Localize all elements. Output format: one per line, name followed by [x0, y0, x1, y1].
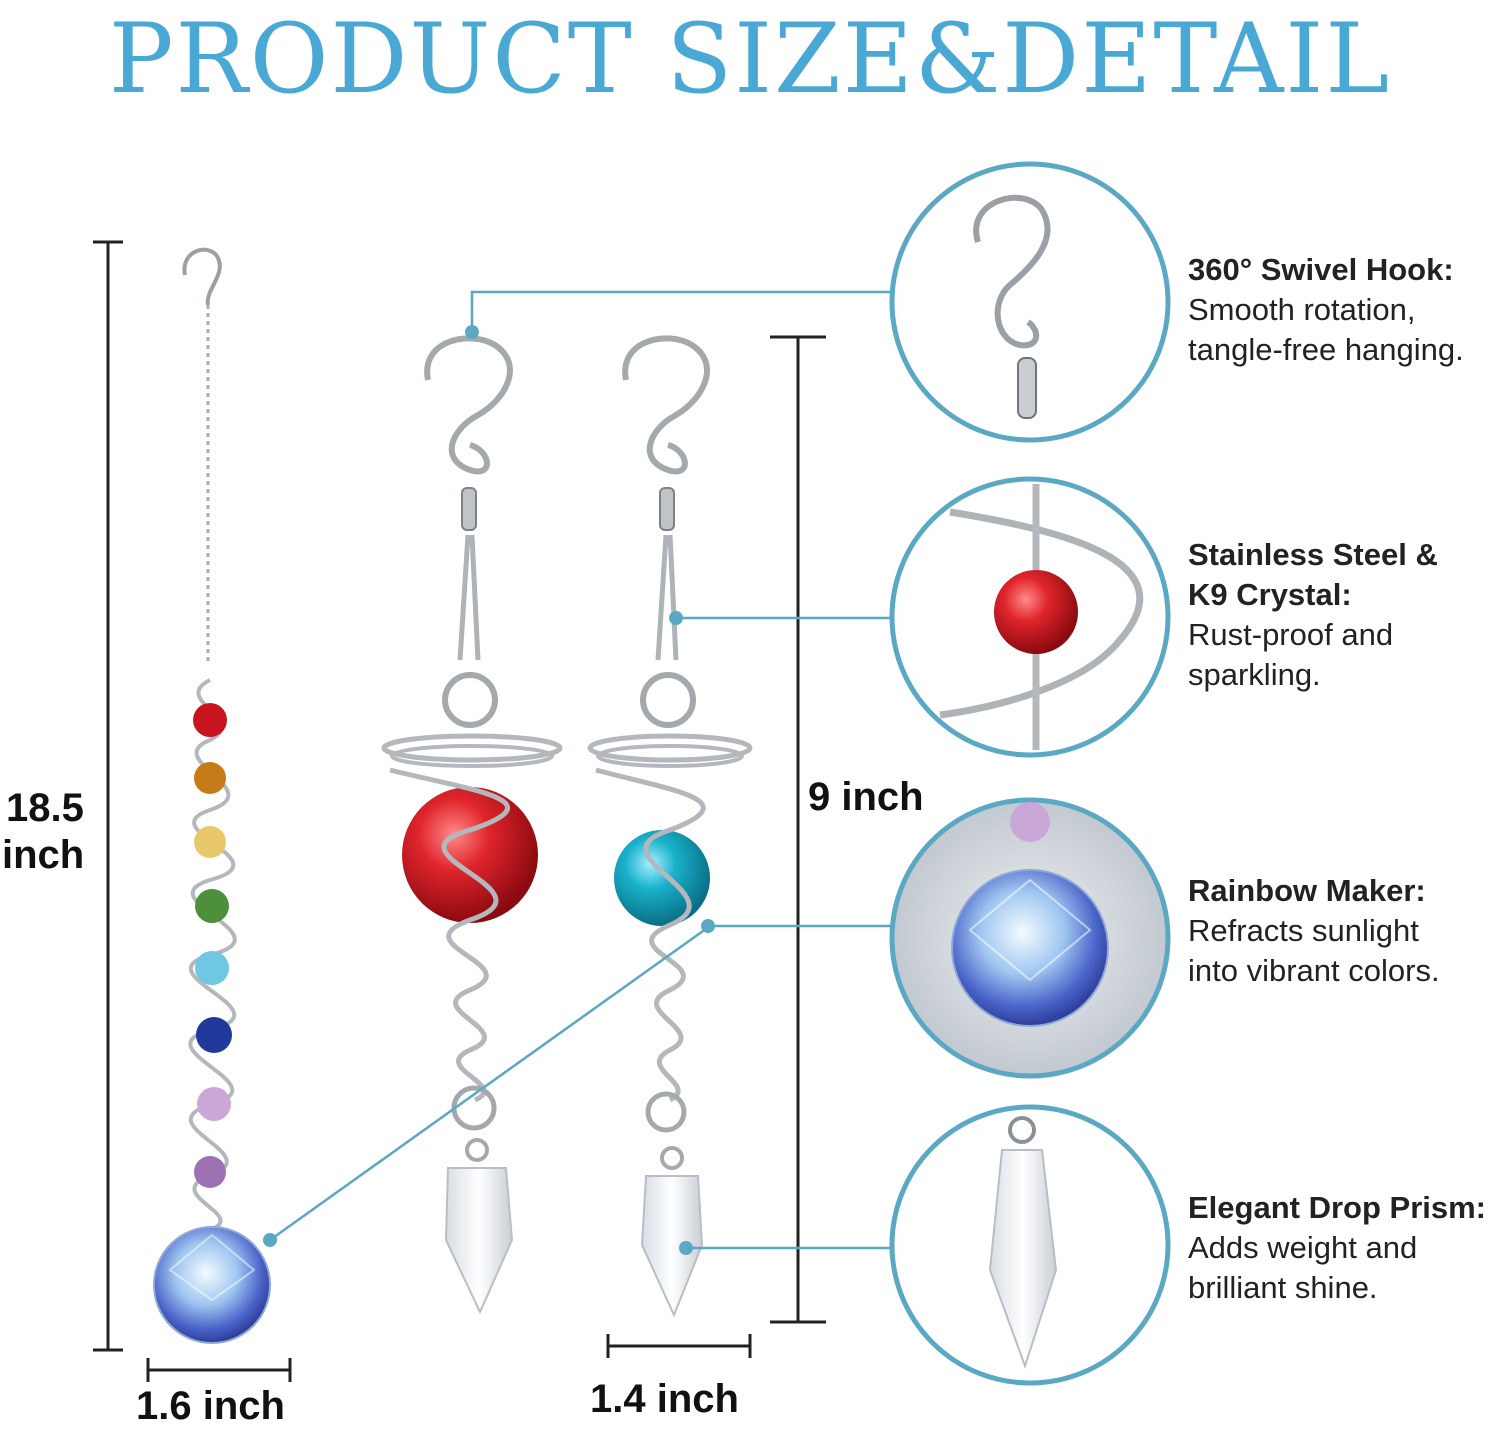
feature-line: Adds weight and	[1188, 1230, 1418, 1265]
feature-heading: Stainless Steel &	[1188, 537, 1438, 572]
feature-line: Smooth rotation,	[1188, 292, 1416, 327]
red-sphere-spinner	[381, 335, 563, 1315]
feature-line: brilliant shine.	[1188, 1270, 1378, 1305]
feature-heading: Rainbow Maker:	[1188, 873, 1426, 908]
crystal-ball-icon	[889, 797, 1171, 1079]
feature-line: tangle-free hanging.	[1188, 332, 1464, 367]
violet-bead	[197, 1087, 231, 1121]
feature-stainless-steel: Stainless Steel & K9 Crystal: Rust-proof…	[1188, 535, 1498, 695]
drop-prism	[444, 1167, 514, 1315]
feature-heading: K9 Crystal:	[1188, 577, 1352, 612]
chakra-spinner	[153, 247, 271, 1344]
feature-line: into vibrant colors.	[1188, 953, 1440, 988]
height-label-middle: 9 inch	[808, 775, 924, 819]
feature-line: Refracts sunlight	[1188, 913, 1419, 948]
height-dimension-left	[93, 240, 123, 1352]
lightblue-bead	[195, 951, 229, 985]
feature-heading: 360° Swivel Hook:	[1188, 252, 1454, 287]
feature-rainbow-maker: Rainbow Maker: Refracts sunlight into vi…	[1188, 871, 1498, 991]
swivel-hook-icon	[889, 161, 1171, 443]
spiral-crystal-icon	[889, 476, 1171, 758]
crystal-ball	[153, 1226, 271, 1344]
red-bead	[193, 703, 227, 737]
feature-drop-prism: Elegant Drop Prism: Adds weight and bril…	[1188, 1188, 1498, 1308]
width-label-middle: 1.4 inch	[590, 1377, 739, 1421]
feature-heading: Elegant Drop Prism:	[1188, 1190, 1486, 1225]
purple-bead	[194, 1156, 226, 1188]
blue-bead	[196, 1017, 232, 1053]
drop-prism-icon	[889, 1104, 1171, 1386]
height-label-left-value: 18.5	[6, 786, 84, 830]
feature-line: Rust-proof and	[1188, 617, 1394, 652]
width-dimension-left	[146, 1358, 292, 1382]
green-bead	[195, 889, 229, 923]
feature-line: sparkling.	[1188, 657, 1321, 692]
red-sphere	[402, 787, 538, 923]
width-dimension-middle	[606, 1334, 752, 1358]
callout-dots	[263, 325, 715, 1255]
width-label-left: 1.6 inch	[136, 1384, 285, 1428]
height-dimension-middle	[770, 335, 826, 1324]
teal-sphere-spinner	[587, 335, 753, 1318]
feature-swivel-hook: 360° Swivel Hook: Smooth rotation, tangl…	[1188, 250, 1498, 370]
drop-prism	[640, 1175, 704, 1318]
yellow-bead	[194, 826, 226, 858]
height-label-left-unit: inch	[2, 833, 85, 877]
orange-bead	[194, 762, 226, 794]
page-title: PRODUCT SIZE&DETAIL	[108, 3, 1392, 115]
teal-sphere	[614, 830, 710, 926]
red-crystal	[994, 570, 1078, 654]
callout-lines	[269, 290, 890, 1250]
